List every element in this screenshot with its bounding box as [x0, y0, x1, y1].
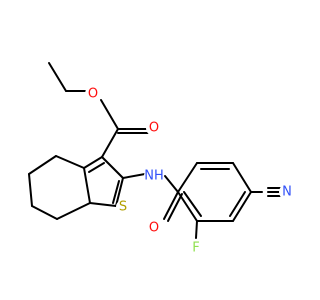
bond [112, 180, 120, 204]
bond [232, 191, 252, 222]
bond [28, 173, 33, 207]
bond [88, 162, 105, 173]
bond [183, 191, 202, 217]
atom-label-n: N [282, 185, 292, 200]
bond [55, 155, 85, 169]
bond [164, 175, 179, 193]
bond [101, 128, 119, 158]
atom-o-amide: O [146, 220, 162, 236]
bond [167, 193, 183, 222]
atom-label-o: O [88, 87, 98, 102]
bond [122, 173, 146, 179]
atom-label-nh: NH [144, 169, 164, 184]
bond [177, 162, 198, 193]
atom-s-ring: S [116, 200, 130, 215]
bond [177, 191, 198, 222]
atom-n-amide: NH [144, 166, 164, 186]
atom-o-carbonyl: O [146, 120, 162, 136]
atom-n-nitrile: N [279, 184, 295, 200]
bond [100, 99, 119, 130]
atom-label-o: O [149, 121, 159, 136]
bond [56, 202, 91, 220]
atom-label-o: O [149, 221, 159, 236]
bond [31, 205, 58, 220]
bond [229, 191, 246, 217]
bond [89, 202, 117, 207]
bonds [28, 62, 281, 239]
bond [48, 62, 67, 92]
bond [195, 220, 198, 239]
atom-label-f: F [192, 241, 199, 256]
bond [83, 167, 91, 204]
bond [232, 162, 252, 193]
atom-o-ether: O [85, 86, 101, 102]
atom-label-s: S [119, 200, 127, 215]
bond [83, 156, 103, 169]
bond [28, 155, 57, 175]
bond [101, 156, 124, 179]
bond [163, 191, 179, 220]
atom-labels: O O NH S O N F [85, 86, 295, 256]
atom-f: F [188, 240, 204, 256]
molecule-structure: O O NH S O N F [28, 62, 295, 256]
bond [115, 177, 124, 207]
